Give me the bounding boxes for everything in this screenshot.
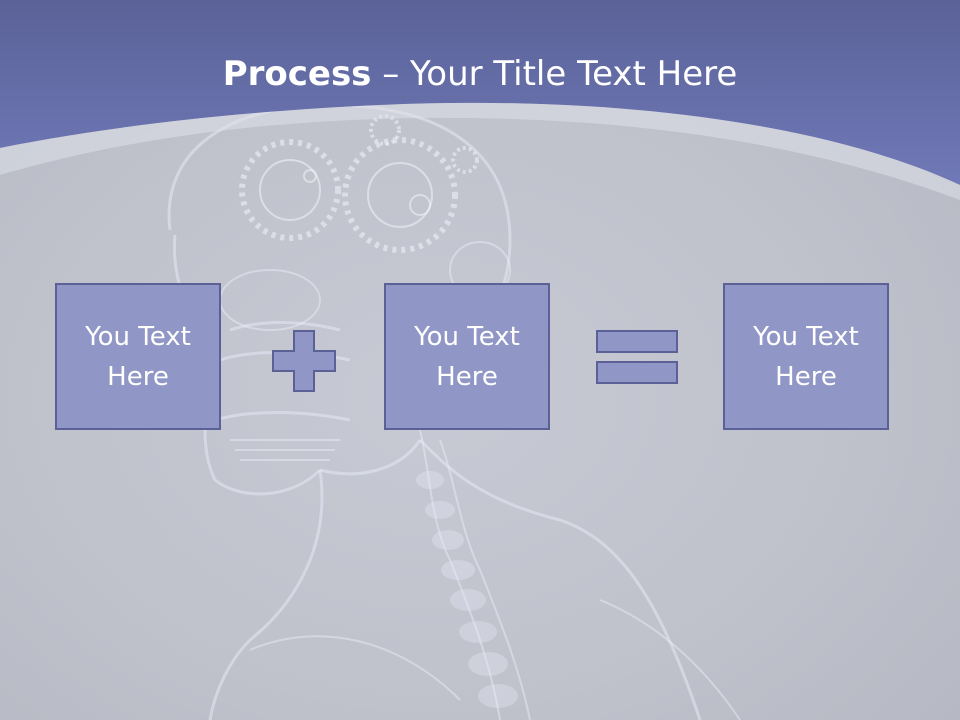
title-bold: Process	[222, 54, 372, 94]
text-box-3-label: You Text Here	[753, 321, 859, 392]
text-box-1-label: You Text Here	[85, 321, 191, 392]
plus-icon	[272, 330, 336, 392]
slide-title: Process – Your Title Text Here	[0, 52, 960, 96]
text-box-1[interactable]: You Text Here	[55, 283, 221, 430]
equals-icon	[596, 330, 678, 384]
text-box-3[interactable]: You Text Here	[723, 283, 889, 430]
title-rest: – Your Title Text Here	[371, 54, 738, 94]
text-box-2[interactable]: You Text Here	[384, 283, 550, 430]
text-box-2-label: You Text Here	[414, 321, 520, 392]
header-band	[0, 0, 960, 200]
